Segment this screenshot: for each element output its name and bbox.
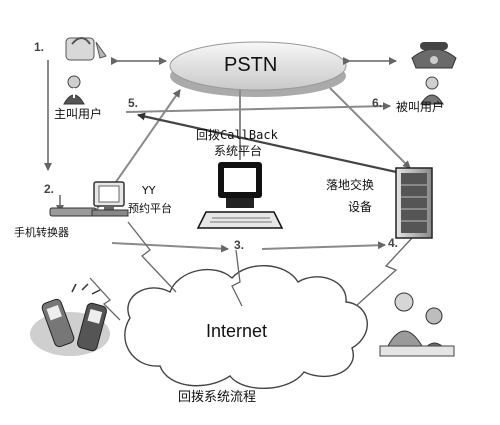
step-2: 2. [44, 182, 55, 196]
internet-users-icon [379, 292, 455, 357]
landing-label-2: 设备 [348, 200, 373, 214]
step-1: 1. [34, 40, 45, 54]
diagram-caption: 回拨系统流程 [178, 390, 257, 405]
callee-icon [411, 42, 457, 105]
caller-label: 主叫用户 [54, 107, 103, 121]
mobile-phones-icon [30, 283, 110, 356]
yy-monitor-icon [91, 181, 129, 217]
converter-label: 手机转换器 [14, 226, 69, 239]
caller-icon [63, 37, 107, 105]
callback-title: 回拨CallBack [196, 128, 278, 142]
callback-computer-icon [196, 162, 284, 229]
callback-line [137, 112, 411, 177]
callback-label: 系统平台 [214, 144, 263, 158]
yy-title: YY [142, 184, 156, 197]
landing-label-1: 落地交换 [326, 178, 375, 192]
internet-label: Internet [206, 321, 268, 341]
step-5: 5. [128, 96, 139, 110]
pstn-cloud [169, 41, 347, 97]
server-rack-icon [395, 167, 433, 239]
step-6: 6. [372, 96, 383, 110]
internet-cloud [124, 265, 368, 389]
yy-label: 预约平台 [128, 202, 172, 215]
pstn-label: PSTN [224, 54, 278, 76]
lightning-links [89, 221, 413, 321]
callee-label: 被叫用户 [396, 100, 445, 114]
step-4: 4. [388, 236, 399, 250]
step-3: 3. [234, 238, 245, 252]
